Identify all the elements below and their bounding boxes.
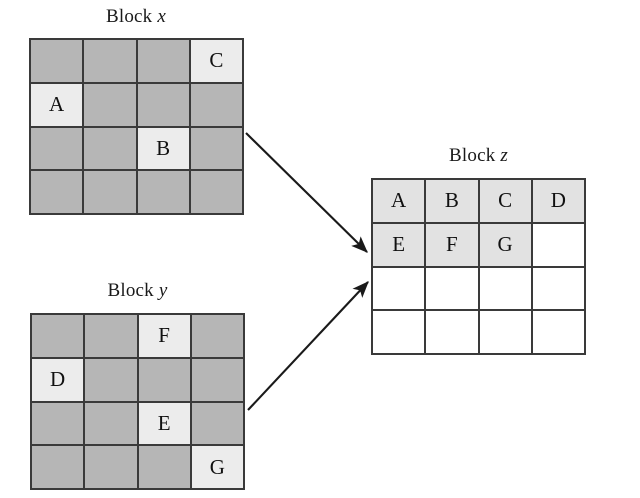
block-x-cell-r3c1[interactable] (31, 127, 85, 172)
block-z-cell-r2c4[interactable] (532, 223, 586, 268)
block-z-cell-r2c3[interactable]: G (479, 223, 533, 268)
block-x-cell-r4c2[interactable] (84, 171, 138, 215)
block-x-cell-r2c4[interactable] (190, 83, 244, 128)
block-y-grid: F D E G (30, 313, 245, 490)
block-z-cell-r3c1[interactable] (373, 267, 427, 312)
block-z-cell-r3c2[interactable] (426, 267, 480, 312)
block-x-cell-r2c1[interactable]: A (31, 83, 85, 128)
block-z-cell-r3c4[interactable] (532, 267, 586, 312)
block-y-title: Block y (30, 280, 245, 302)
block-y-cell-r3c4[interactable] (191, 402, 245, 447)
block-z-cell-r1c2[interactable]: B (426, 180, 480, 224)
block-x-cell-r3c3[interactable]: B (137, 127, 191, 172)
block-x-cell-r1c3[interactable] (137, 40, 191, 84)
block-x-cell-r2c3[interactable] (137, 83, 191, 128)
block-x-title-prefix: Block (106, 6, 153, 27)
block-x-cell-r4c4[interactable] (190, 171, 244, 215)
block-z-title-var: z (500, 145, 508, 166)
block-y-cell-r2c4[interactable] (191, 358, 245, 403)
block-x-cell-r2c2[interactable] (84, 83, 138, 128)
block-y-cell-r4c1[interactable] (32, 446, 86, 490)
block-y-cell-r3c3[interactable]: E (138, 402, 192, 447)
block-x-cell-r1c4[interactable]: C (190, 40, 244, 84)
block-x-cell-r1c2[interactable] (84, 40, 138, 84)
block-z-cell-r4c4[interactable] (532, 311, 586, 355)
block-z-cell-r2c1[interactable]: E (373, 223, 427, 268)
block-z-cell-r1c4[interactable]: D (532, 180, 586, 224)
block-z-cell-r4c2[interactable] (426, 311, 480, 355)
block-z-grid: A B C D E F G (371, 178, 586, 355)
block-y-cell-r4c3[interactable] (138, 446, 192, 490)
block-x-title-var: x (157, 6, 166, 27)
block-y-cell-r2c2[interactable] (85, 358, 139, 403)
block-y-cell-r1c4[interactable] (191, 315, 245, 359)
block-y-cell-r3c2[interactable] (85, 402, 139, 447)
block-z-cell-r4c3[interactable] (479, 311, 533, 355)
block-y-title-var: y (158, 280, 168, 301)
block-y-cell-r2c1[interactable]: D (32, 358, 86, 403)
block-y-cell-r3c1[interactable] (32, 402, 86, 447)
block-x-cell-r4c3[interactable] (137, 171, 191, 215)
block-x-cell-r1c1[interactable] (31, 40, 85, 84)
block-y-cell-r4c4[interactable]: G (191, 446, 245, 490)
block-x-grid: C A B (29, 38, 244, 215)
block-y-cell-r1c2[interactable] (85, 315, 139, 359)
block-x-cell-r4c1[interactable] (31, 171, 85, 215)
block-y-title-prefix: Block (107, 280, 154, 301)
block-y-cell-r2c3[interactable] (138, 358, 192, 403)
block-y-cell-r1c3[interactable]: F (138, 315, 192, 359)
block-x-title: Block x (29, 6, 243, 28)
block-z-title-prefix: Block (449, 145, 496, 166)
block-z-title: Block z (371, 145, 586, 167)
block-x-cell-r3c4[interactable] (190, 127, 244, 172)
block-z-cell-r3c3[interactable] (479, 267, 533, 312)
block-y-cell-r1c1[interactable] (32, 315, 86, 359)
block-z-cell-r2c2[interactable]: F (426, 223, 480, 268)
arrow-block-x-to-block-z (245, 132, 368, 253)
block-y-cell-r4c2[interactable] (85, 446, 139, 490)
block-z-cell-r4c1[interactable] (373, 311, 427, 355)
arrow-block-y-to-block-z (247, 281, 369, 411)
block-z-cell-r1c1[interactable]: A (373, 180, 427, 224)
block-x-cell-r3c2[interactable] (84, 127, 138, 172)
block-z-cell-r1c3[interactable]: C (479, 180, 533, 224)
